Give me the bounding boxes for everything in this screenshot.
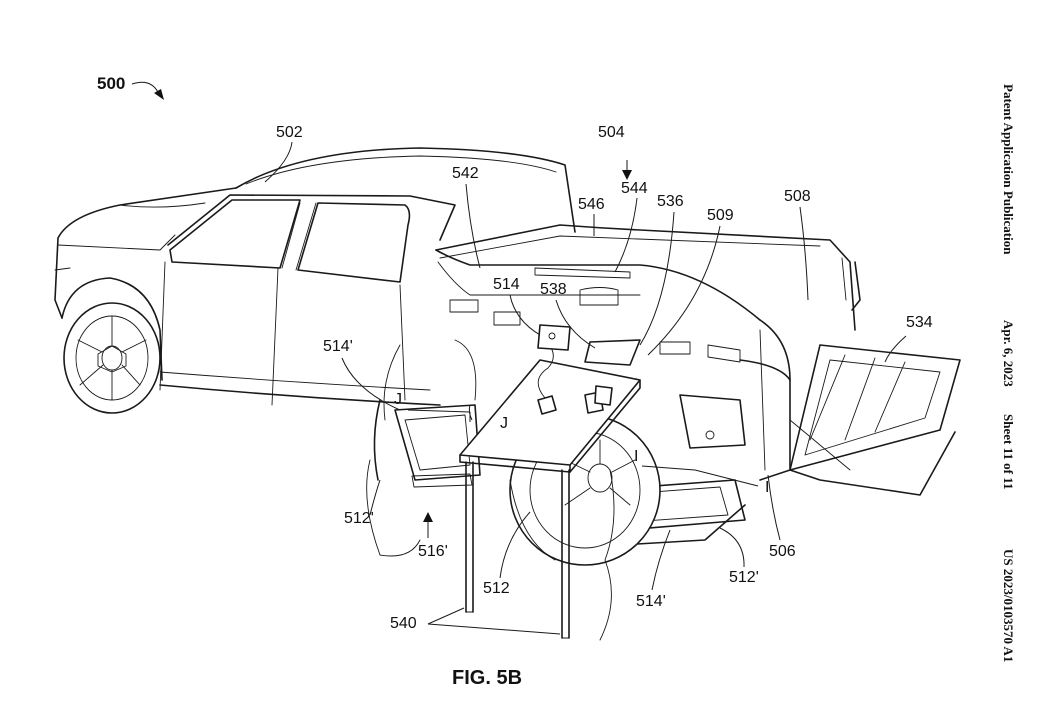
figure-caption: FIG. 5B xyxy=(452,667,522,689)
ref-516-prime: 516' xyxy=(418,543,448,560)
ref-i-left: I xyxy=(634,448,638,465)
ref-514: 514 xyxy=(493,276,520,293)
ref-j-right: J xyxy=(500,415,508,432)
reference-labels: 502 504 542 544 546 536 509 508 514 538 … xyxy=(264,124,933,635)
ref-502: 502 xyxy=(276,124,303,141)
patent-side-header: Patent Application Publication Apr. 6, 2… xyxy=(1001,84,1016,662)
ref-512: 512 xyxy=(483,580,510,597)
ref-j-left: J xyxy=(394,391,402,408)
ref-508: 508 xyxy=(784,188,811,205)
sheet-number: Sheet 11 of 11 xyxy=(1001,414,1016,489)
ref-514-prime-bottom: 514' xyxy=(636,593,666,610)
publication-number: US 2023/0103570 A1 xyxy=(1001,549,1016,662)
ref-514-prime-left: 514' xyxy=(323,338,353,355)
ref-512-prime-left: 512' xyxy=(344,510,374,527)
ref-509: 509 xyxy=(707,207,734,224)
figure-number: 500 xyxy=(97,74,125,93)
ref-i-right: I xyxy=(765,479,769,496)
ref-512-prime-right: 512' xyxy=(729,569,759,586)
fold-out-table xyxy=(459,324,641,641)
ref-540: 540 xyxy=(390,615,417,632)
truck-illustration xyxy=(54,147,576,414)
truck-bed xyxy=(435,224,961,566)
ref-542: 542 xyxy=(452,165,479,182)
figure-number-label: 500 xyxy=(97,74,164,100)
left-storage-bay xyxy=(366,339,556,561)
publication-title: Patent Application Publication xyxy=(1001,84,1016,255)
ref-506: 506 xyxy=(769,543,796,560)
ref-504: 504 xyxy=(598,124,625,141)
ref-538: 538 xyxy=(540,281,567,298)
ref-534: 534 xyxy=(906,314,933,331)
publication-date: Apr. 6, 2023 xyxy=(1001,320,1016,387)
ref-546: 546 xyxy=(578,196,605,213)
ref-536: 536 xyxy=(657,193,684,210)
ref-544: 544 xyxy=(621,180,648,197)
